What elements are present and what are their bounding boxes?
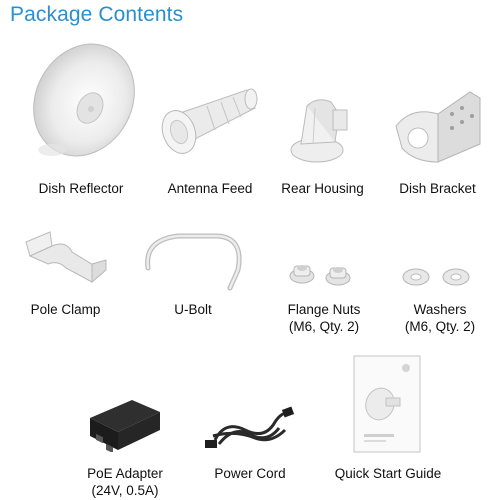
poe-adapter-image: [90, 400, 160, 452]
item-detail: (M6, Qty. 2): [288, 319, 360, 334]
item-name: Antenna Feed: [167, 181, 253, 196]
item-label: Quick Start Guide: [318, 465, 458, 482]
item-name: Dish Bracket: [399, 181, 476, 196]
power-cord-image: [205, 406, 295, 448]
item-name: Rear Housing: [281, 181, 364, 196]
item-name: Quick Start Guide: [334, 466, 442, 481]
rear-housing-image: [290, 99, 348, 163]
item-label: Pole Clamp: [18, 301, 113, 318]
washers-image: [402, 268, 470, 286]
item-label: Dish Reflector: [22, 180, 140, 197]
dish-reflector-image: [33, 43, 135, 157]
page-title: Package Contents: [10, 3, 184, 26]
item-name: Power Cord: [214, 466, 286, 481]
quick-start-guide-image: [353, 355, 421, 453]
item-name: Flange Nuts: [287, 302, 361, 317]
flange-nuts-image: [289, 265, 351, 286]
item-name: Pole Clamp: [30, 302, 101, 317]
item-name: Dish Reflector: [38, 181, 124, 196]
item-label: Power Cord: [200, 465, 300, 482]
item-detail: (24V, 0.5A): [91, 483, 159, 498]
item-label: PoE Adapter (24V, 0.5A): [75, 465, 175, 499]
dish-bracket-image: [395, 91, 481, 163]
item-name: PoE Adapter: [87, 466, 163, 481]
item-label: Dish Bracket: [385, 180, 490, 197]
item-name: Washers: [413, 302, 467, 317]
pole-clamp-image: [25, 231, 107, 284]
antenna-feed-image: [161, 88, 258, 154]
u-bolt-image: [145, 233, 242, 291]
item-label: Washers (M6, Qty. 2): [390, 301, 490, 335]
item-label: Rear Housing: [275, 180, 370, 197]
item-name: U-Bolt: [174, 302, 212, 317]
item-label: Antenna Feed: [155, 180, 265, 197]
item-label: Flange Nuts (M6, Qty. 2): [272, 301, 376, 335]
item-label: U-Bolt: [148, 301, 238, 318]
item-detail: (M6, Qty. 2): [404, 319, 476, 334]
